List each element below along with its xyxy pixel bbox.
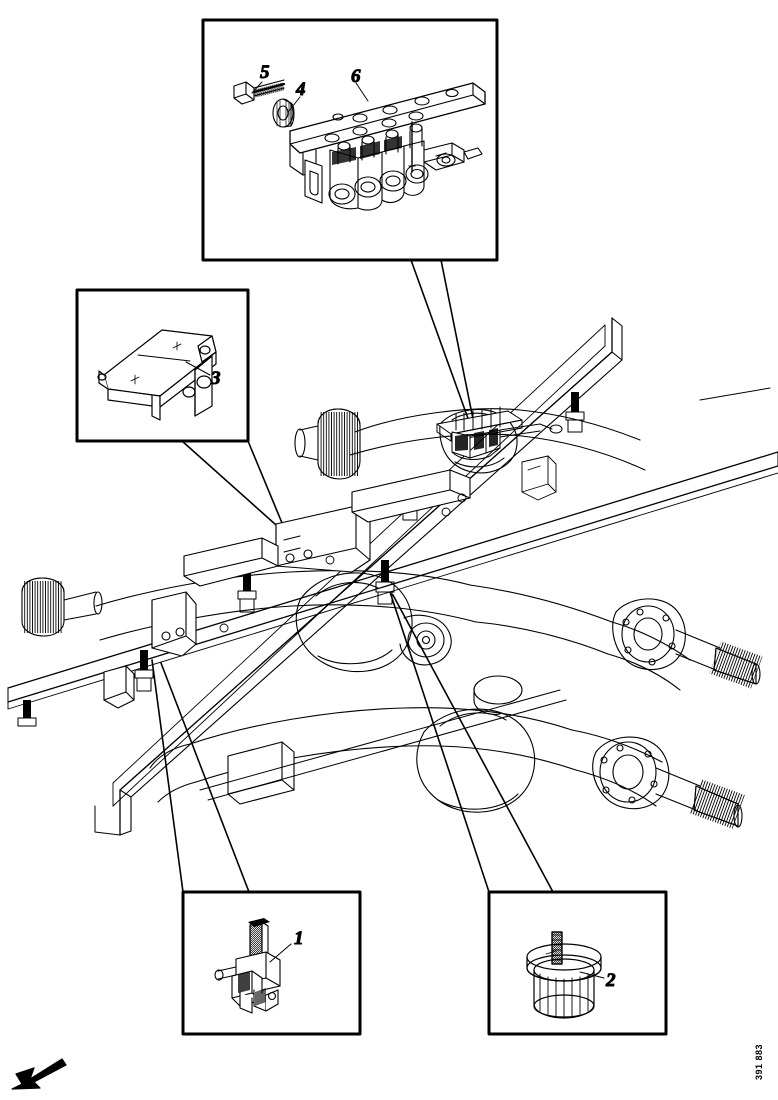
leaf-spring-pack-a bbox=[351, 469, 471, 523]
leader-left-inset-a bbox=[181, 440, 286, 534]
bump-stop-stud-a bbox=[565, 392, 585, 433]
axle-rear-upper bbox=[294, 408, 646, 480]
direction-arrow bbox=[11, 1058, 67, 1090]
leader-bottom-left-a bbox=[151, 659, 184, 893]
axle-middle bbox=[95, 569, 763, 691]
inset-top: 5 4 6 bbox=[201, 18, 499, 262]
leader-bottom-left-b bbox=[160, 662, 250, 893]
callout-6: 6 bbox=[351, 66, 361, 87]
frame-hardware-small bbox=[219, 455, 557, 633]
callout-1: 1 bbox=[294, 928, 304, 949]
leader-left-inset-b bbox=[247, 440, 288, 536]
callout-5: 5 bbox=[260, 62, 270, 83]
hex-bolt-item5 bbox=[233, 79, 286, 105]
inset-bottom-right: 2 bbox=[487, 890, 668, 1036]
bump-stop-stud-f bbox=[17, 700, 37, 727]
bump-stop-stud-e bbox=[375, 560, 395, 605]
leader-top-inset-a bbox=[410, 259, 471, 425]
chassis-assembly-view bbox=[7, 317, 778, 856]
inset-top-callouts: 5 4 6 bbox=[251, 62, 369, 113]
inset-bottom-left-callouts: 1 bbox=[269, 928, 304, 963]
bump-stop-stud-d bbox=[134, 650, 154, 692]
washer-item4 bbox=[272, 98, 295, 128]
cross-member-upper bbox=[699, 387, 771, 401]
frame-rail-lower bbox=[8, 620, 778, 856]
inset-left: 3 bbox=[75, 288, 250, 443]
mounting-bracket-drawing bbox=[97, 329, 217, 421]
callout-3: 3 bbox=[210, 368, 221, 389]
bump-stop-stud-c bbox=[237, 571, 257, 613]
callout-4: 4 bbox=[295, 79, 306, 100]
leader-bottom-right-b bbox=[392, 594, 554, 893]
inset-left-callouts: 3 bbox=[185, 361, 221, 390]
inset-bottom-right-callouts: 2 bbox=[579, 970, 617, 992]
axle-shaft-left-outer bbox=[21, 577, 103, 637]
bracket-fastener-drawing bbox=[214, 918, 281, 1014]
bump-stop-drawing bbox=[526, 931, 602, 1019]
plate-code: 391 883 bbox=[754, 1044, 764, 1080]
svg-text:391 883: 391 883 bbox=[754, 1044, 764, 1080]
spring-hanger-left bbox=[151, 591, 197, 657]
height-control-valve-on-chassis bbox=[436, 406, 563, 460]
bracket-detail-lower-left bbox=[103, 665, 135, 709]
axle-front-lower bbox=[149, 675, 745, 829]
valve-assembly-drawing bbox=[233, 79, 486, 211]
leaf-spring-pack-b bbox=[183, 537, 279, 587]
leader-bottom-right-a bbox=[389, 591, 490, 893]
leader-lines bbox=[151, 259, 554, 893]
spring-hanger-center bbox=[275, 505, 371, 573]
callout-2: 2 bbox=[605, 970, 616, 991]
inset-bottom-left: 1 bbox=[181, 890, 362, 1036]
subframe-outline bbox=[199, 689, 567, 801]
leader-top-inset-b bbox=[440, 259, 475, 425]
